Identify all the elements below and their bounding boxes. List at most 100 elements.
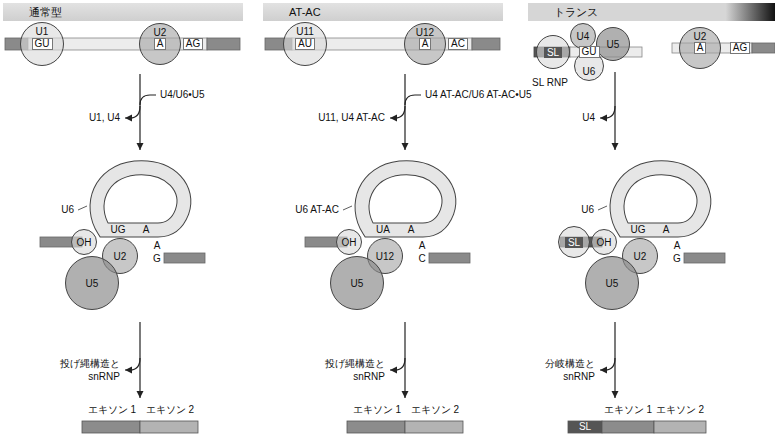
exon-bar: [654, 421, 706, 433]
exit-arrow: [125, 358, 140, 370]
circle-label: SL: [544, 47, 562, 58]
splice-site-label: AC: [448, 38, 468, 50]
circle-label: U1: [36, 26, 49, 37]
complex-label: SL RNP: [532, 77, 568, 89]
u6-ribbon: [97, 168, 184, 230]
exon-label: エキソン 2: [146, 404, 194, 416]
snrna-label: U6: [61, 204, 74, 216]
column-title: トランス: [554, 6, 598, 19]
exon-bar: [82, 421, 140, 433]
exon-label: エキソン 1: [353, 404, 401, 416]
circle-label: U5: [351, 278, 364, 289]
circle-label: U12: [376, 251, 394, 262]
exit-arrow: [390, 358, 405, 370]
nucleotide-label: UA: [376, 224, 390, 236]
circle-label: U11: [296, 26, 314, 37]
exon-end-circle: OH: [336, 229, 362, 255]
exon-label: エキソン 1: [604, 404, 652, 416]
circle-label: U6: [583, 66, 596, 77]
exon-label: エキソン 2: [656, 404, 704, 416]
nucleotide-label: G: [153, 253, 161, 265]
exon-end-circle: OH: [71, 229, 97, 255]
nucleotide-label: A: [143, 224, 150, 236]
splice-site-label: GU: [32, 38, 53, 50]
sl-rnp-circle: SL: [558, 226, 590, 258]
nucleotide-label: A: [663, 224, 670, 236]
reaction-arrows: [125, 72, 615, 398]
snrnp-circle: U5: [330, 256, 384, 310]
snrnp-circle: U5: [596, 27, 630, 61]
snrnp-circle: U5: [585, 256, 639, 310]
u6-ribbon: [617, 168, 704, 230]
nucleotide-label: UG: [631, 224, 646, 236]
splice-site-label: AG: [183, 38, 203, 50]
entry-arrow: [405, 95, 421, 105]
product-label: 投げ縄構造と snRNP: [60, 357, 120, 383]
u6-ribbon: [97, 168, 184, 230]
nucleotide-label: A: [408, 224, 415, 236]
exon-bar: [207, 38, 240, 50]
column-title: 通常型: [29, 6, 62, 19]
product-label: 投げ縄構造と snRNP: [325, 357, 385, 383]
circle-label: U5: [86, 278, 99, 289]
circle-label: U2: [154, 27, 167, 38]
splice-site-label: AG: [730, 42, 750, 54]
exit-arrow: [600, 106, 615, 118]
circle-label: OH: [597, 237, 612, 248]
nucleotide-label: A: [154, 240, 161, 252]
reaction-label: U4/U6•U5: [160, 89, 205, 101]
sl-label: SL: [577, 421, 593, 433]
leader-line: [598, 206, 607, 210]
leader-line: [78, 206, 87, 210]
reaction-label: U11, U4 AT-AC: [318, 112, 385, 124]
exon-bar: [429, 253, 470, 263]
exon-bar: [347, 421, 405, 433]
exon-bar: [602, 421, 654, 433]
circle-label: U12: [416, 27, 434, 38]
snrna-label: U6 AT-AC: [295, 204, 339, 216]
circle-label: U5: [607, 39, 620, 50]
product-label: 分岐構造と snRNP: [545, 357, 595, 383]
circle-label: OH: [77, 237, 92, 248]
exit-arrow: [600, 358, 615, 370]
nucleotide-label: A: [674, 240, 681, 252]
splice-site-label: A: [419, 38, 432, 50]
splice-site-label: A: [154, 38, 167, 50]
column-header: トランス: [528, 3, 775, 21]
exon-bar: [140, 421, 198, 433]
circle-label: U5: [606, 278, 619, 289]
column-header: AT-AC: [263, 3, 503, 21]
nucleotide-label: UG: [111, 224, 126, 236]
exit-arrow: [125, 106, 140, 118]
u6-ribbon: [362, 168, 449, 230]
u6-ribbon: [362, 168, 449, 230]
circle-label: SL: [565, 237, 583, 248]
column-header: 通常型: [3, 3, 243, 21]
exon-bar: [684, 253, 725, 263]
exon-bar: [752, 43, 775, 53]
exon-bar: [405, 421, 463, 433]
exon-bar: [472, 38, 500, 50]
nucleotide-label: A: [419, 240, 426, 252]
sl-rnp-circle: SL: [536, 35, 570, 69]
exon-end-circle: OH: [591, 229, 617, 255]
exon-bar: [164, 253, 205, 263]
circle-label: U2: [634, 251, 647, 262]
circle-label: OH: [342, 237, 357, 248]
splice-site-label: A: [694, 42, 707, 54]
nucleotide-label: C: [418, 253, 425, 265]
pre-mrna: [5, 38, 775, 57]
circle-label: U2: [694, 31, 707, 42]
splice-site-label: AU: [295, 38, 315, 50]
snrnp-circle: U5: [65, 256, 119, 310]
u6-ribbon: [617, 168, 704, 230]
exon-label: エキソン 1: [88, 404, 136, 416]
splice-site-label: GU: [579, 46, 600, 58]
leader-lines: [78, 206, 607, 210]
reaction-label: U4 AT-AC/U6 AT-AC•U5: [425, 89, 532, 101]
circle-label: U4: [577, 31, 590, 42]
reaction-label: U1, U4: [89, 112, 120, 124]
sl-bar: [568, 421, 602, 433]
nucleotide-label: G: [673, 253, 681, 265]
